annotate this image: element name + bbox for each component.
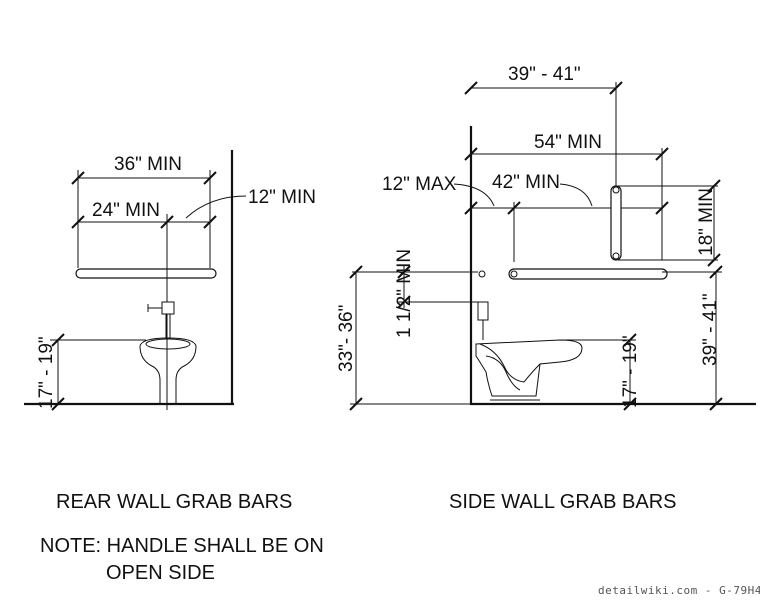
dim-24-min <box>71 214 217 410</box>
dim-36-min-label: 36" MIN <box>114 154 182 175</box>
note-line-2: OPEN SIDE <box>106 562 215 584</box>
dim-54-min-label: 54" MIN <box>534 132 602 153</box>
rear-wall-view: 36" MIN 24" MIN 12" MIN <box>24 150 316 411</box>
dim-36-min <box>71 170 217 268</box>
dim-18-min <box>618 179 721 267</box>
dim-24-min-label: 24" MIN <box>92 200 160 221</box>
wall-flange-marker <box>478 270 486 278</box>
dim-17-19-side-label: 17" - 19" <box>620 335 641 408</box>
side-wall-caption: SIDE WALL GRAB BARS <box>449 491 676 513</box>
dim-18-min-label: 18" MIN <box>696 188 717 256</box>
rear-flush-valve <box>147 301 175 338</box>
side-horizontal-grab-bar <box>508 268 668 280</box>
side-toilet <box>475 339 583 401</box>
dim-39-41-top <box>464 81 623 186</box>
dim-1-half-min-label: 1 1/2" MIN <box>394 249 415 338</box>
horizontal-bar-flange <box>510 270 518 278</box>
side-flush-valve <box>477 301 489 340</box>
dim-17-19-side <box>560 333 637 411</box>
rear-grab-bar <box>75 268 217 279</box>
dim-33-36-label: 33"- 36" <box>336 305 357 372</box>
dim-17-19-rear <box>50 333 146 411</box>
dim-17-19-rear-label: 17" - 19" <box>36 336 57 409</box>
rear-toilet <box>139 337 197 405</box>
dim-42-min-leader <box>559 183 593 207</box>
watermark: detailwiki.com - G-79H47 <box>598 584 760 597</box>
dim-12-min-label: 12" MIN <box>248 187 316 208</box>
dim-42-min <box>464 201 669 262</box>
dim-42-min-label: 42" MIN <box>492 172 560 193</box>
side-wall-view: 39" - 41" 54" MIN 42" MIN 12" MAX <box>336 64 756 411</box>
vertical-bar-flange-top <box>612 186 620 194</box>
dim-39-41-right-label: 39" - 41" <box>700 293 721 366</box>
dim-12-min-leader <box>185 195 247 219</box>
side-vertical-grab-bar <box>610 185 622 261</box>
dim-1-half-min <box>352 265 478 309</box>
rear-wall-caption: REAR WALL GRAB BARS <box>56 491 292 513</box>
dim-54-min <box>464 147 669 260</box>
vertical-bar-flange-bottom <box>612 252 620 260</box>
dim-12-max-label: 12" MAX <box>382 174 457 195</box>
dim-12-max-leader <box>453 183 495 207</box>
note-line-1: NOTE: HANDLE SHALL BE ON <box>40 535 324 557</box>
dim-39-41-right <box>662 265 723 411</box>
dim-39-41-top-label: 39" - 41" <box>508 64 581 85</box>
dim-33-36 <box>349 265 470 411</box>
